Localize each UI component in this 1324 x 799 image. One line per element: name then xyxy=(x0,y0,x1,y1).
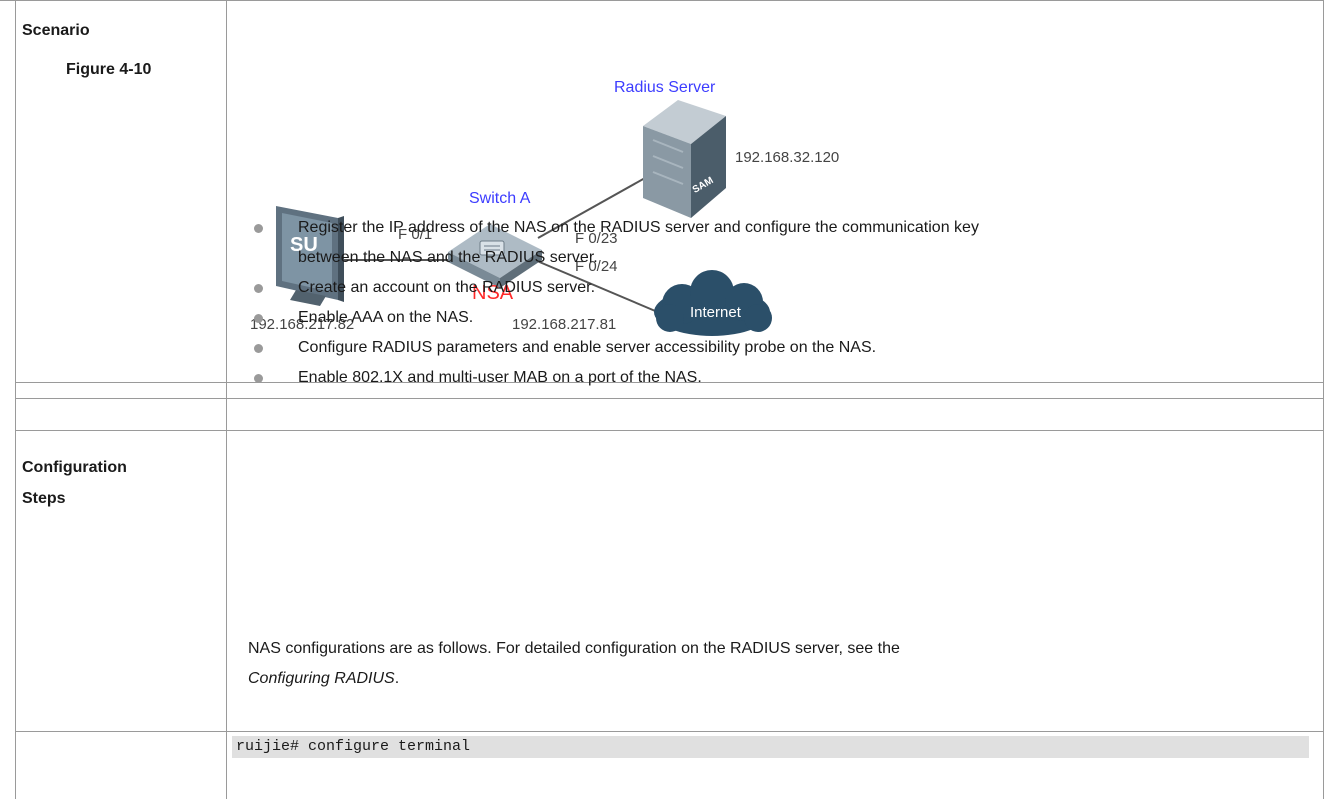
step-text: Create an account on the RADIUS server. xyxy=(298,279,596,296)
client-ip-label: 192.168.217.82 xyxy=(250,316,355,333)
figure-label: Figure 4-10 xyxy=(66,61,152,78)
radius-server-title: Radius Server xyxy=(614,79,716,96)
switch-icon xyxy=(448,224,542,288)
table-column-divider xyxy=(226,0,227,799)
link-switch-internet xyxy=(529,257,661,314)
row-divider-3 xyxy=(15,430,1324,431)
cli-code-block: ruijie# configure terminal xyxy=(232,736,1309,758)
nas-config-note: NAS configurations are as follows. For d… xyxy=(248,634,1311,694)
list-item: Create an account on the RADIUS server. xyxy=(248,273,1308,303)
link-switch-server xyxy=(537,177,646,239)
internet-cloud-icon xyxy=(654,270,772,336)
list-item: Register the IP address of the NAS on th… xyxy=(248,213,1308,243)
radius-server-ip: 192.168.32.120 xyxy=(735,149,840,166)
list-item: Enable AAA on the NAS. xyxy=(248,303,1308,333)
list-item-continuation: between the NAS and the RADIUS server. xyxy=(248,243,1308,273)
table-left-border xyxy=(15,0,16,799)
note-end: . xyxy=(394,670,400,687)
note-text: NAS configurations are as follows. For d… xyxy=(248,640,900,657)
list-item: Configure RADIUS parameters and enable s… xyxy=(248,333,1308,363)
nas-ip-label: 192.168.217.81 xyxy=(512,316,617,333)
row-divider-4 xyxy=(15,731,1324,732)
port-f023-label: F 0/23 xyxy=(575,230,618,247)
bullet-icon xyxy=(254,284,263,293)
switch-a-title: Switch A xyxy=(469,190,531,207)
step-text: Configure RADIUS parameters and enable s… xyxy=(298,339,877,356)
nas-label: NSA xyxy=(472,282,514,304)
bullet-icon xyxy=(254,314,263,323)
row-divider-2 xyxy=(15,398,1324,399)
client-pc-icon xyxy=(276,206,344,306)
config-steps-label-line1: Configuration xyxy=(22,459,127,476)
port-f024-label: F 0/24 xyxy=(575,258,618,275)
cli-line: ruijie# configure terminal xyxy=(236,738,471,755)
row-divider-1 xyxy=(15,382,1324,383)
bullet-icon xyxy=(254,344,263,353)
internet-label: Internet xyxy=(690,304,741,321)
step-text: between the NAS and the RADIUS server. xyxy=(298,249,598,266)
port-f01-label: F 0/1 xyxy=(398,226,433,243)
configuring-radius-reference[interactable]: Configuring RADIUS xyxy=(248,670,395,687)
config-steps-label-line2: Steps xyxy=(22,490,66,507)
scenario-label: Scenario xyxy=(22,22,90,39)
step-text: Enable AAA on the NAS. xyxy=(298,309,474,326)
list-item: Enable 802.1X and multi-user MAB on a po… xyxy=(248,363,1308,393)
step-text: Enable 802.1X and multi-user MAB on a po… xyxy=(298,369,702,386)
bullet-icon xyxy=(254,224,263,233)
client-su-label: SU xyxy=(290,234,318,256)
table-top-border xyxy=(0,0,1324,1)
topology-drawing xyxy=(276,100,772,336)
configuration-steps-list: Register the IP address of the NAS on th… xyxy=(248,213,1308,393)
step-text: Register the IP address of the NAS on th… xyxy=(298,219,979,236)
radius-server-icon xyxy=(643,100,726,218)
network-topology-diagram: Radius Server 192.168.32.120 SAM Switch … xyxy=(240,60,860,360)
bullet-icon xyxy=(254,374,263,383)
